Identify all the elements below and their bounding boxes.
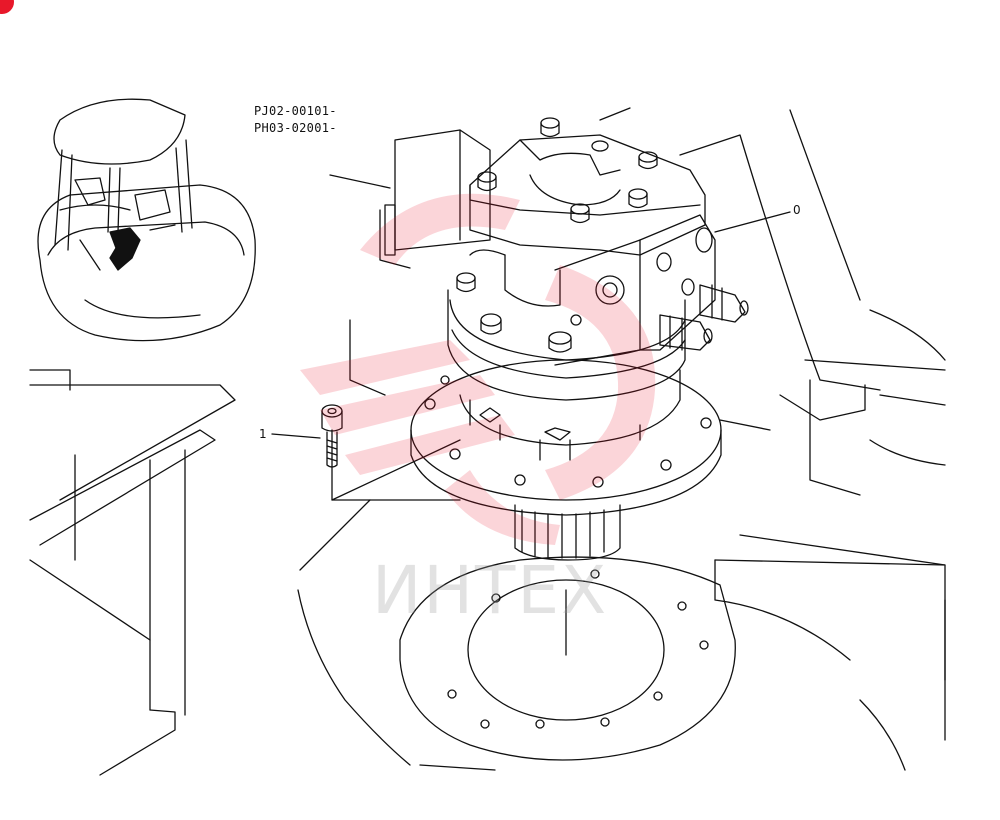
swing-ring-flange [399, 556, 736, 761]
swing-motor-assembly [379, 117, 749, 561]
serial-range-line-2: PH03-02001- [254, 121, 337, 135]
frame-lines [29, 107, 946, 776]
swing-motor-location-marker [109, 227, 141, 271]
machine-locator-inset [37, 98, 256, 342]
callout-1: 1 [259, 427, 267, 441]
serial-range-line-1: PJ02-00101- [254, 104, 337, 118]
watermark-logo [300, 193, 656, 545]
watermark-text: ИНТЕХ [372, 552, 609, 629]
socket-head-bolt [321, 404, 343, 468]
callout-0: 0 [793, 203, 801, 217]
